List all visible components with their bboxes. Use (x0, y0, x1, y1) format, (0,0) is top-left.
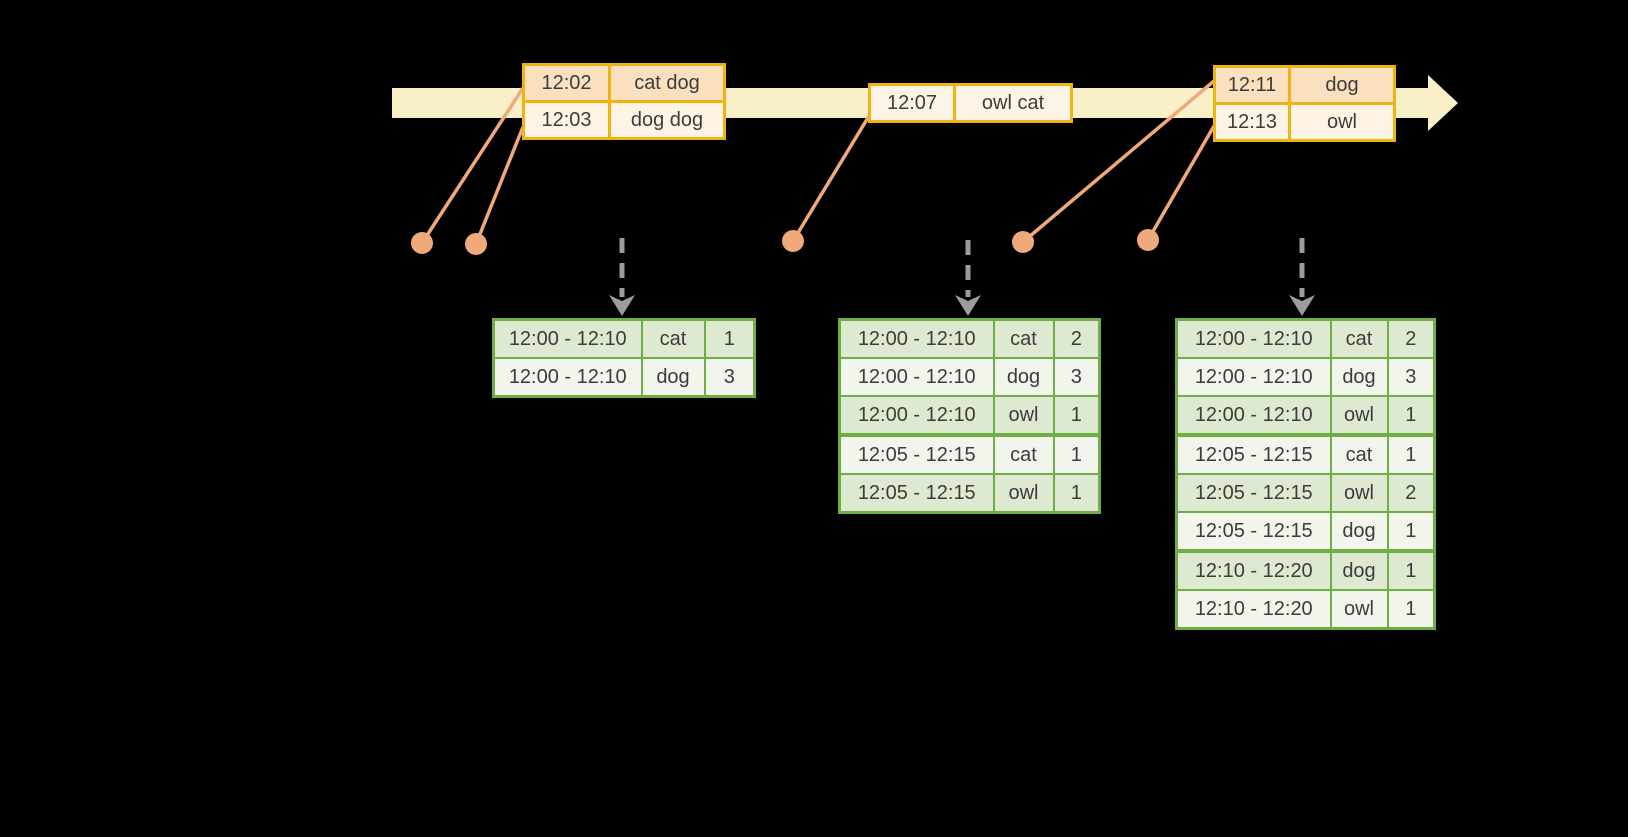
count-cell: 1 (1052, 395, 1101, 436)
count-cell: 3 (1386, 357, 1436, 397)
event-connector-line (474, 126, 525, 245)
event-words-cell: dog dog (608, 100, 726, 140)
window-cell: 12:00 - 12:10 (1175, 395, 1332, 436)
result-table-3: 12:00 - 12:10 cat 2 12:00 - 12:10 dog 3 … (1175, 318, 1436, 630)
event-words-cell: cat dog (608, 63, 726, 103)
event-time-cell: 12:07 (868, 83, 956, 123)
window-cell: 12:05 - 12:15 (1175, 433, 1332, 475)
word-cell: dog (640, 357, 706, 398)
count-cell: 3 (1052, 357, 1101, 397)
word-cell: owl (992, 473, 1055, 514)
event-time-cell: 12:02 (522, 63, 611, 103)
result-row: 12:05 - 12:15 cat 1 (838, 433, 1101, 475)
count-cell: 1 (1386, 433, 1436, 475)
event-table-3: 12:11 dog 12:13 owl (1213, 65, 1396, 142)
timeline-arrowhead-icon (1428, 75, 1458, 131)
event-time-cell: 12:11 (1213, 65, 1291, 105)
event-dot-icon (1137, 229, 1159, 251)
event-row: 12:02 cat dog (522, 63, 726, 103)
word-cell: owl (992, 395, 1055, 436)
result-row: 12:00 - 12:10 dog 3 (1175, 357, 1436, 397)
count-cell: 1 (703, 318, 756, 359)
window-cell: 12:10 - 12:20 (1175, 589, 1332, 630)
count-cell: 1 (1052, 433, 1101, 475)
window-cell: 12:00 - 12:10 (1175, 318, 1332, 359)
event-time-cell: 12:13 (1213, 102, 1291, 142)
event-dot-icon (465, 233, 487, 255)
result-row: 12:05 - 12:15 cat 1 (1175, 433, 1436, 475)
window-cell: 12:00 - 12:10 (838, 395, 995, 436)
event-dot-icon (411, 232, 433, 254)
window-cell: 12:00 - 12:10 (838, 318, 995, 359)
result-row: 12:05 - 12:15 owl 1 (838, 473, 1101, 514)
word-cell: dog (1329, 357, 1389, 397)
window-cell: 12:00 - 12:10 (1175, 357, 1332, 397)
word-cell: owl (1329, 473, 1389, 513)
word-cell: dog (992, 357, 1055, 397)
event-row: 12:11 dog (1213, 65, 1396, 105)
word-cell: owl (1329, 589, 1389, 630)
trigger-arrow-icon (609, 295, 635, 316)
result-row: 12:10 - 12:20 owl 1 (1175, 589, 1436, 630)
word-cell: cat (992, 318, 1055, 359)
result-row: 12:00 - 12:10 owl 1 (1175, 395, 1436, 436)
window-cell: 12:05 - 12:15 (838, 433, 995, 475)
event-words-cell: owl cat (953, 83, 1073, 123)
count-cell: 1 (1386, 395, 1436, 436)
event-connector-line (420, 87, 525, 244)
event-words-cell: dog (1288, 65, 1396, 105)
event-row: 12:07 owl cat (868, 83, 1073, 123)
window-cell: 12:00 - 12:10 (492, 318, 643, 359)
event-dot-icon (1012, 231, 1034, 253)
word-cell: cat (1329, 318, 1389, 359)
window-cell: 12:05 - 12:15 (838, 473, 995, 514)
trigger-arrow-icon (1289, 295, 1315, 316)
count-cell: 3 (703, 357, 756, 398)
count-cell: 2 (1386, 473, 1436, 513)
event-table-1: 12:02 cat dog 12:03 dog dog (522, 63, 726, 140)
word-cell: dog (1329, 549, 1389, 591)
count-cell: 1 (1052, 473, 1101, 514)
event-table-2: 12:07 owl cat (868, 83, 1073, 123)
event-row: 12:03 dog dog (522, 100, 726, 140)
result-row: 12:05 - 12:15 dog 1 (1175, 511, 1436, 552)
event-connector-lines (420, 79, 1216, 245)
word-cell: cat (640, 318, 706, 359)
count-cell: 1 (1386, 549, 1436, 591)
count-cell: 1 (1386, 589, 1436, 630)
result-row: 12:05 - 12:15 owl 2 (1175, 473, 1436, 513)
result-row: 12:00 - 12:10 dog 3 (838, 357, 1101, 397)
event-words-cell: owl (1288, 102, 1396, 142)
event-connector-line (1021, 79, 1216, 244)
word-cell: owl (1329, 395, 1389, 436)
result-row: 12:00 - 12:10 cat 2 (838, 318, 1101, 359)
event-connector-line (791, 115, 871, 242)
event-dots (411, 229, 1159, 255)
result-row: 12:00 - 12:10 cat 2 (1175, 318, 1436, 359)
window-cell: 12:00 - 12:10 (838, 357, 995, 397)
result-row: 12:00 - 12:10 dog 3 (492, 357, 756, 398)
event-dot-icon (782, 230, 804, 252)
event-row: 12:13 owl (1213, 102, 1396, 142)
count-cell: 2 (1386, 318, 1436, 359)
result-row: 12:00 - 12:10 owl 1 (838, 395, 1101, 436)
event-connector-line (1146, 125, 1216, 241)
event-time-cell: 12:03 (522, 100, 611, 140)
trigger-arrows (609, 238, 1315, 316)
window-cell: 12:05 - 12:15 (1175, 511, 1332, 552)
word-cell: cat (992, 433, 1055, 475)
result-row: 12:00 - 12:10 cat 1 (492, 318, 756, 359)
count-cell: 1 (1386, 511, 1436, 552)
result-row: 12:10 - 12:20 dog 1 (1175, 549, 1436, 591)
word-cell: dog (1329, 511, 1389, 552)
window-cell: 12:10 - 12:20 (1175, 549, 1332, 591)
window-cell: 12:00 - 12:10 (492, 357, 643, 398)
result-table-1: 12:00 - 12:10 cat 1 12:00 - 12:10 dog 3 (492, 318, 756, 398)
count-cell: 2 (1052, 318, 1101, 359)
window-cell: 12:05 - 12:15 (1175, 473, 1332, 513)
trigger-arrow-icon (955, 295, 981, 316)
word-cell: cat (1329, 433, 1389, 475)
result-table-2: 12:00 - 12:10 cat 2 12:00 - 12:10 dog 3 … (838, 318, 1101, 514)
